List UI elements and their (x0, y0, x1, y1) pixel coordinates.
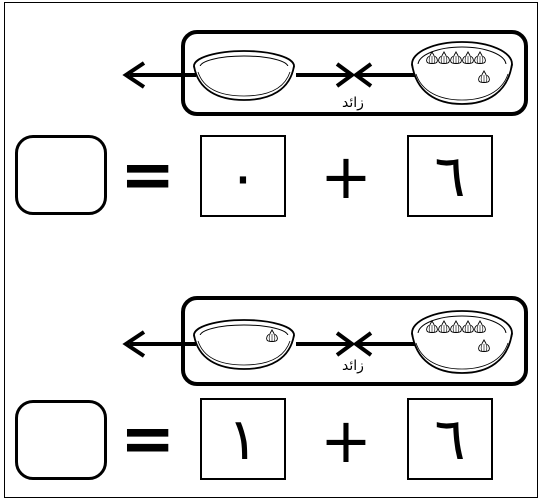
worksheet-frame (4, 2, 538, 498)
addend-box: ٦ (407, 398, 493, 480)
answer-box[interactable] (15, 135, 107, 215)
plus-word-label: زائد (342, 95, 364, 111)
left-arrow (122, 61, 196, 89)
plus-sign: + (320, 140, 372, 213)
addend-box: ٦ (407, 135, 493, 217)
arrow-right-icon (296, 331, 356, 357)
garlic-bowl-icon (411, 310, 513, 374)
arrow-left-icon (352, 331, 420, 357)
equals-sign: = (120, 400, 176, 477)
problem-1-illustration (122, 30, 528, 116)
left-arrow (122, 330, 196, 358)
garlic-bowl-icon (411, 41, 513, 105)
plus-sign: + (320, 404, 372, 477)
equals-sign: = (120, 136, 176, 213)
arrow-right-icon (296, 62, 356, 88)
addend-box: ٠ (200, 135, 286, 217)
arrow-left-icon (352, 62, 420, 88)
addend-box: ١ (200, 398, 286, 480)
answer-box[interactable] (15, 400, 107, 480)
problem-2-illustration (122, 296, 528, 386)
plus-word-label: زائد (342, 358, 364, 374)
